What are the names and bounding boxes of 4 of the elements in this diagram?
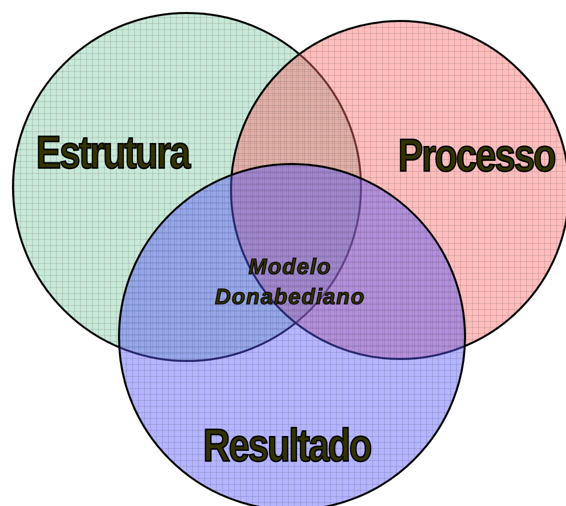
center-label: Modelo Donabediano — [214, 253, 366, 311]
set-title: Resultado — [203, 418, 371, 472]
set-title: Processo — [398, 128, 555, 182]
set-title: Estrutura — [36, 125, 189, 179]
